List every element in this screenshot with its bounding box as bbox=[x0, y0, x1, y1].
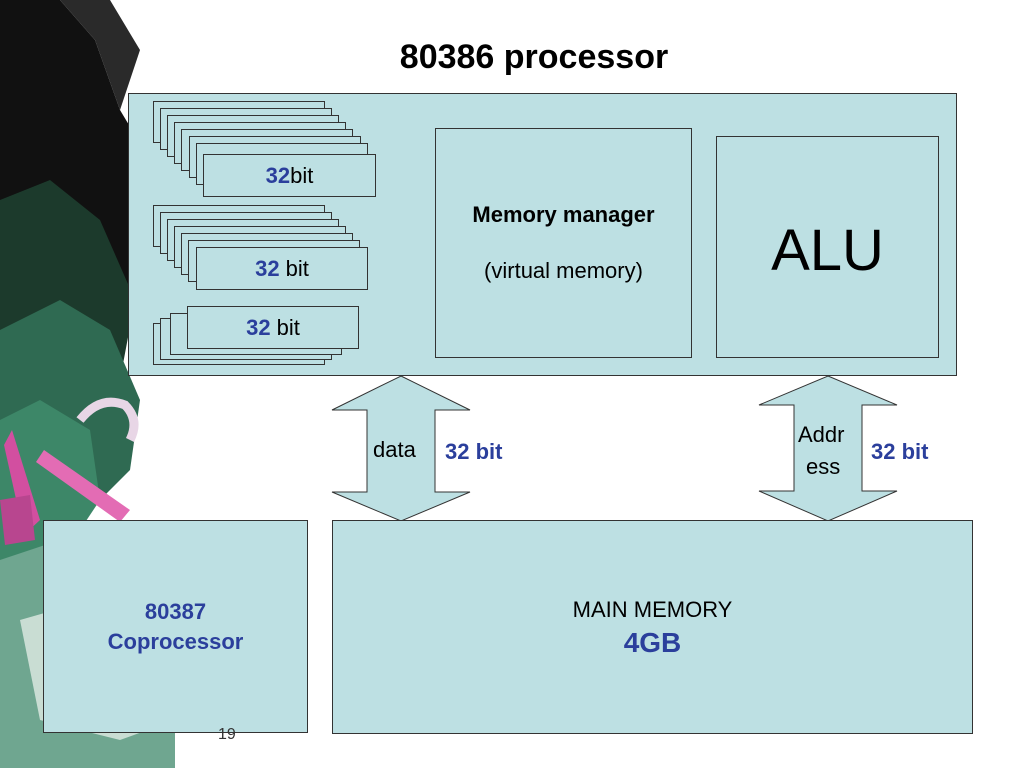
register-width-value: 32 bbox=[246, 314, 271, 340]
address-bus-label-line2: ess bbox=[806, 454, 841, 479]
slide-title: 80386 processor bbox=[399, 38, 669, 76]
register-32bit-2: 32 bit bbox=[196, 247, 368, 290]
register-width-value: 32 bbox=[255, 255, 280, 281]
coprocessor-block: 80387 Coprocessor bbox=[43, 520, 308, 733]
register-32bit-3: 32 bit bbox=[187, 306, 359, 349]
data-bus-width: 32 bit bbox=[445, 439, 503, 464]
data-bus-label: data bbox=[373, 437, 416, 462]
memory-manager-title: Memory manager bbox=[472, 202, 655, 227]
address-bus-label-line1: Addr bbox=[798, 422, 845, 447]
main-memory-label: MAIN MEMORY bbox=[572, 597, 733, 622]
main-memory-block: MAIN MEMORY 4GB bbox=[332, 520, 973, 734]
coprocessor-label: Coprocessor bbox=[107, 628, 244, 654]
main-memory-size: 4GB bbox=[623, 627, 682, 658]
register-width-unit: bit bbox=[279, 255, 309, 281]
register-width-unit: bit bbox=[270, 314, 300, 340]
alu-block: ALU bbox=[716, 136, 939, 358]
register-width-value: 32 bbox=[265, 162, 291, 188]
coprocessor-model: 80387 bbox=[144, 598, 207, 624]
memory-manager-subtitle: (virtual memory) bbox=[484, 258, 643, 283]
register-width-unit: bit bbox=[290, 162, 314, 188]
memory-manager-block: Memory manager (virtual memory) bbox=[435, 128, 692, 358]
alu-label: ALU bbox=[771, 218, 884, 283]
address-bus-width: 32 bit bbox=[871, 439, 929, 464]
page-number: 19 bbox=[218, 726, 236, 743]
